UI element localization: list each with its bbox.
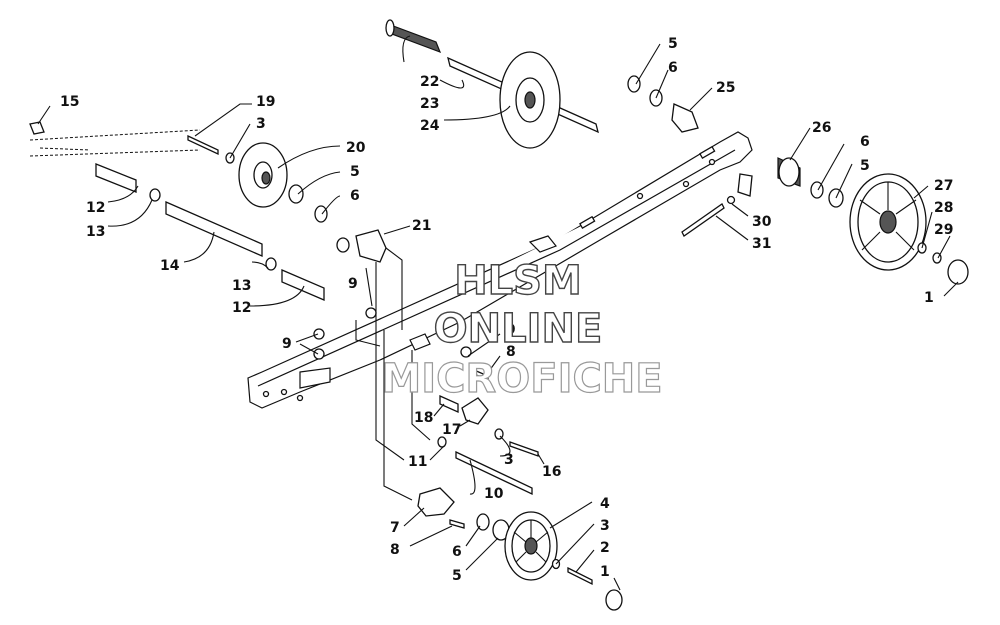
callout-21: 21 <box>412 218 431 234</box>
rail-frame <box>29 129 753 409</box>
callout-15: 15 <box>60 94 79 110</box>
callout-26: 26 <box>812 120 831 136</box>
upper-right-wheel <box>681 157 969 285</box>
callout-5d: 5 <box>452 568 462 584</box>
callout-12: 12 <box>86 200 105 216</box>
callout-labels: 15 19 3 20 5 6 12 13 14 13 12 21 9 9 22 … <box>60 36 953 584</box>
callout-28: 28 <box>934 200 953 216</box>
callout-30: 30 <box>752 214 772 230</box>
callout-23: 23 <box>420 96 439 112</box>
callout-10: 10 <box>484 486 504 502</box>
callout-6c: 6 <box>860 134 870 150</box>
callout-9c: 9 <box>506 322 516 338</box>
callout-8: 8 <box>506 344 516 360</box>
callout-14: 14 <box>160 258 180 274</box>
leader-lines <box>37 35 959 591</box>
callout-5b: 5 <box>668 36 678 52</box>
lower-wheel <box>417 487 623 611</box>
callout-20: 20 <box>346 140 366 156</box>
callout-1: 1 <box>924 290 934 306</box>
callout-6d: 6 <box>452 544 462 560</box>
callout-16: 16 <box>542 464 561 480</box>
watermark: HLSM ONLINE MICROFICHE <box>381 257 663 402</box>
callout-6b: 6 <box>668 60 678 76</box>
callout-2: 2 <box>600 540 610 556</box>
callout-6: 6 <box>350 188 360 204</box>
callout-19: 19 <box>256 94 275 110</box>
callout-22: 22 <box>420 74 439 90</box>
callout-12b: 12 <box>232 300 251 316</box>
cross-shaft <box>29 121 325 301</box>
callout-9b: 9 <box>282 336 292 352</box>
callout-18: 18 <box>414 410 433 426</box>
center-mounts <box>313 229 539 496</box>
callout-17: 17 <box>442 422 461 438</box>
callout-13b: 13 <box>232 278 251 294</box>
watermark-line1: HLSM <box>454 258 582 304</box>
top-shaft-assembly <box>385 19 599 149</box>
callout-24: 24 <box>420 118 440 134</box>
watermark-line2: ONLINE <box>434 306 603 352</box>
callout-5c: 5 <box>860 158 870 174</box>
callout-1b: 1 <box>600 564 610 580</box>
callout-13: 13 <box>86 224 105 240</box>
callout-3: 3 <box>256 116 266 132</box>
callout-11: 11 <box>408 454 427 470</box>
callout-31: 31 <box>752 236 771 252</box>
callout-29: 29 <box>934 222 953 238</box>
callout-5: 5 <box>350 164 360 180</box>
callout-7: 7 <box>390 520 400 536</box>
callout-3b: 3 <box>504 452 514 468</box>
upper-idler <box>187 75 699 223</box>
callout-27: 27 <box>934 178 953 194</box>
watermark-line3: MICROFICHE <box>381 356 662 402</box>
callout-9: 9 <box>348 276 358 292</box>
callout-8b: 8 <box>390 542 400 558</box>
callout-3c: 3 <box>600 518 610 534</box>
callout-25: 25 <box>716 80 735 96</box>
callout-4: 4 <box>600 496 610 512</box>
